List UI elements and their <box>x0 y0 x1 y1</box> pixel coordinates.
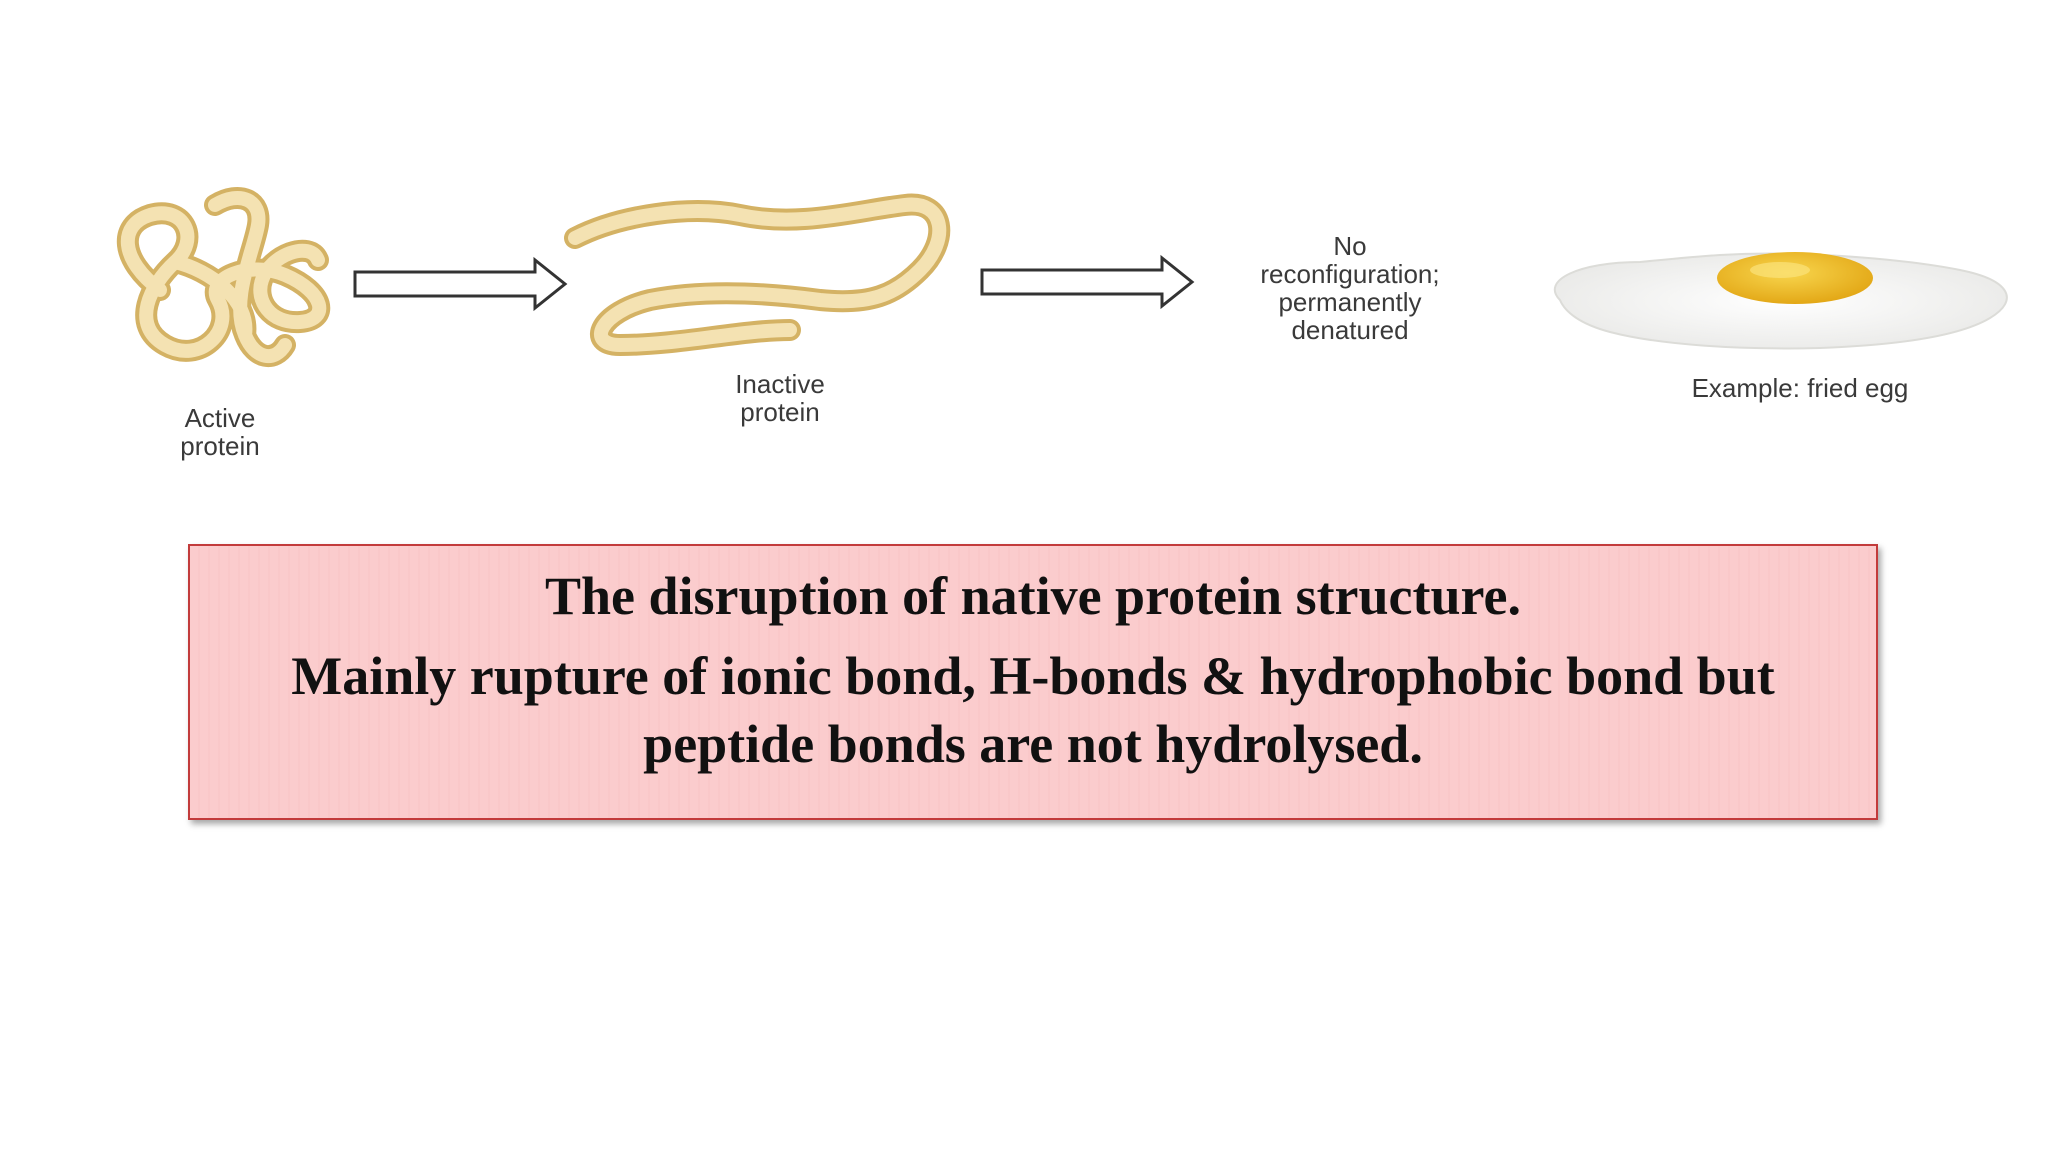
inactive-protein-label: Inactive protein <box>735 369 825 427</box>
no-reconfiguration-label: No reconfiguration; permanently denature… <box>1260 231 1440 345</box>
inactive-protein-icon <box>564 193 951 356</box>
active-protein-label: Active protein <box>180 403 260 461</box>
definition-callout-box: The disruption of native protein structu… <box>188 544 1878 820</box>
diagram-illustrations <box>116 187 2008 367</box>
denaturation-diagram: Active protein Inactive protein No recon… <box>0 0 2048 520</box>
active-protein-icon <box>116 187 331 367</box>
arrow-icon <box>980 254 1195 310</box>
fried-egg-label: Example: fried egg <box>1691 373 1909 403</box>
arrow-icon <box>353 256 568 312</box>
callout-line-1: The disruption of native protein structu… <box>544 566 1522 626</box>
callout-line-2: Mainly rupture of ionic bond, H-bonds & … <box>291 646 1775 774</box>
fried-egg-icon <box>1553 252 2008 350</box>
